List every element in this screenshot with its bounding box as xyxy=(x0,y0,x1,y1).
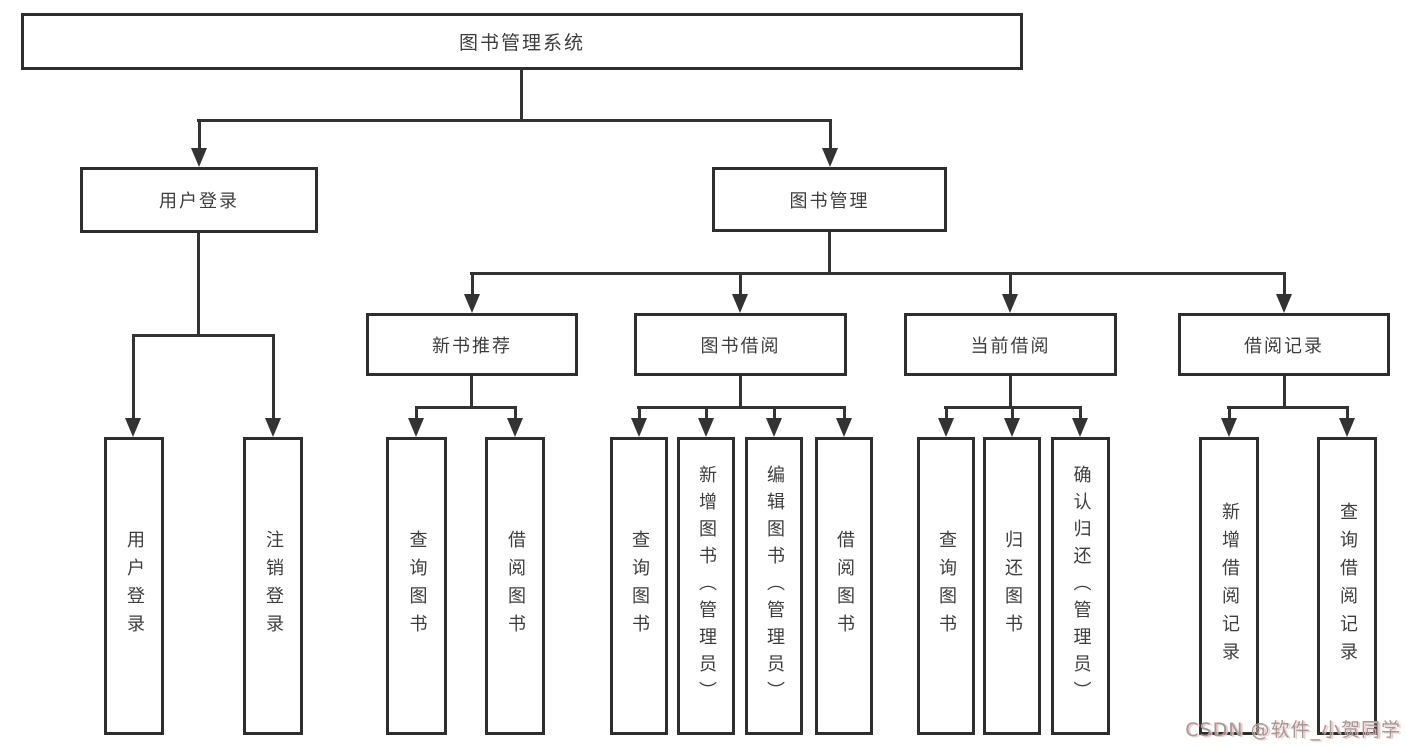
leaf-borrow-books-2: 借阅图书 xyxy=(815,437,873,735)
node-new-book-recommend-label: 新书推荐 xyxy=(432,335,512,357)
connector-arrowhead-icon xyxy=(1072,418,1088,437)
connector-line xyxy=(843,406,846,425)
connector-arrowhead-icon xyxy=(732,294,748,313)
node-new-book-recommend: 新书推荐 xyxy=(366,313,578,376)
connector-line xyxy=(1009,272,1012,301)
connector-line xyxy=(1283,376,1286,409)
connector-line xyxy=(132,334,135,425)
connector-line xyxy=(132,334,274,337)
leaf-query-books-1: 查询图书 xyxy=(386,437,447,735)
connector-arrowhead-icon xyxy=(464,294,480,313)
node-root: 图书管理系统 xyxy=(21,13,1023,70)
connector-arrowhead-icon xyxy=(698,418,714,437)
connector-line xyxy=(198,119,201,155)
connector-arrowhead-icon xyxy=(1004,418,1020,437)
connector-line xyxy=(739,272,742,301)
leaf-user-login: 用户登录 xyxy=(104,437,164,735)
connector-arrowhead-icon xyxy=(1002,294,1018,313)
leaf-logout: 注销登录 xyxy=(243,437,303,735)
leaf-return-book-label: 归还图书 xyxy=(1002,530,1023,642)
node-book-management-label: 图书管理 xyxy=(789,190,870,212)
leaf-logout-label: 注销登录 xyxy=(263,530,284,642)
connector-arrowhead-icon xyxy=(766,418,782,437)
node-current-borrow: 当前借阅 xyxy=(904,313,1117,376)
connector-line xyxy=(1227,406,1349,409)
connector-line xyxy=(415,406,418,425)
leaf-confirm-return-admin: 确认归还（管理员） xyxy=(1051,437,1110,735)
connector-line xyxy=(1346,406,1349,425)
node-book-borrow-label: 图书借阅 xyxy=(700,335,781,357)
connector-line xyxy=(197,233,200,337)
connector-line xyxy=(272,334,275,425)
leaf-return-book: 归还图书 xyxy=(983,437,1041,735)
leaf-add-book-admin-label: 新增图书（管理员） xyxy=(696,464,717,708)
connector-arrowhead-icon xyxy=(1339,418,1355,437)
leaf-add-book-admin: 新增图书（管理员） xyxy=(677,437,735,735)
node-user-login-label: 用户登录 xyxy=(159,191,239,212)
csdn-watermark: CSDN @软件_小贺同学 xyxy=(1185,719,1401,741)
connector-line xyxy=(1009,376,1012,409)
leaf-borrow-books-1-label: 借阅图书 xyxy=(505,530,526,642)
node-borrow-records: 借阅记录 xyxy=(1178,313,1390,376)
leaf-add-borrow-record-label: 新增借阅记录 xyxy=(1219,502,1240,670)
connector-arrowhead-icon xyxy=(408,418,424,437)
leaf-confirm-return-admin-label: 确认归还（管理员） xyxy=(1070,464,1092,708)
connector-line xyxy=(514,406,517,425)
node-borrow-records-label: 借阅记录 xyxy=(1244,335,1324,357)
leaf-query-books-2: 查询图书 xyxy=(610,437,668,735)
connector-line xyxy=(739,376,742,409)
leaf-query-books-3: 查询图书 xyxy=(917,437,975,735)
leaf-user-login-label: 用户登录 xyxy=(124,530,145,642)
connector-line xyxy=(945,406,948,425)
connector-arrowhead-icon xyxy=(191,148,207,167)
node-user-login: 用户登录 xyxy=(80,167,318,233)
leaf-query-borrow-record-label: 查询借阅记录 xyxy=(1337,502,1358,670)
leaf-add-borrow-record: 新增借阅记录 xyxy=(1199,437,1259,735)
connector-line xyxy=(1079,406,1082,425)
leaf-edit-book-admin: 编辑图书（管理员） xyxy=(745,437,803,735)
connector-arrowhead-icon xyxy=(938,418,954,437)
leaf-query-books-2-label: 查询图书 xyxy=(629,530,650,642)
connector-line xyxy=(470,272,1286,275)
leaf-edit-book-admin-label: 编辑图书（管理员） xyxy=(764,464,785,708)
connector-arrowhead-icon xyxy=(631,418,647,437)
connector-line xyxy=(1228,406,1231,425)
connector-line xyxy=(638,406,641,425)
connector-line xyxy=(1011,406,1014,425)
connector-line xyxy=(197,119,832,122)
connector-arrowhead-icon xyxy=(125,418,141,437)
leaf-query-borrow-record: 查询借阅记录 xyxy=(1317,437,1377,735)
connector-line xyxy=(470,376,473,409)
connector-line xyxy=(773,406,776,425)
node-book-borrow: 图书借阅 xyxy=(634,313,847,376)
connector-line xyxy=(637,406,846,409)
leaf-query-books-1-label: 查询图书 xyxy=(406,530,428,642)
connector-line xyxy=(520,68,523,122)
leaf-query-books-3-label: 查询图书 xyxy=(936,530,957,642)
leaf-borrow-books-2-label: 借阅图书 xyxy=(834,530,855,642)
node-book-management: 图书管理 xyxy=(712,167,947,232)
connector-arrowhead-icon xyxy=(822,148,838,167)
connector-line xyxy=(1283,272,1286,301)
connector-line xyxy=(829,119,832,155)
connector-arrowhead-icon xyxy=(265,418,281,437)
leaf-borrow-books-1: 借阅图书 xyxy=(485,437,545,735)
connector-arrowhead-icon xyxy=(836,418,852,437)
connector-line xyxy=(828,232,831,275)
node-current-borrow-label: 当前借阅 xyxy=(970,335,1051,357)
node-root-label: 图书管理系统 xyxy=(458,32,585,54)
connector-line xyxy=(471,272,474,301)
connector-arrowhead-icon xyxy=(507,418,523,437)
connector-arrowhead-icon xyxy=(1276,294,1292,313)
connector-arrowhead-icon xyxy=(1221,418,1237,437)
connector-line xyxy=(705,406,708,425)
connector-line xyxy=(415,406,517,409)
